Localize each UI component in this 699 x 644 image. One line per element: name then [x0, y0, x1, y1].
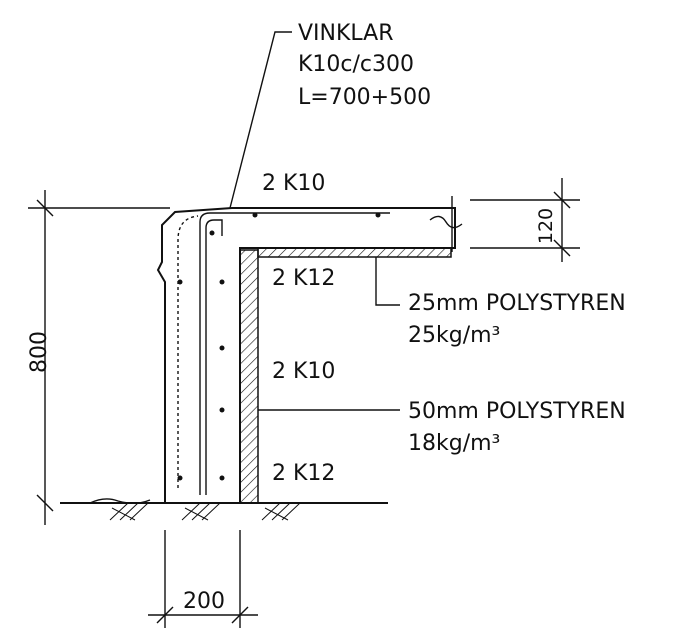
ins25-label-1: 25mm POLYSTYREN	[408, 291, 626, 316]
top-bar-label: 2 K10	[262, 171, 325, 196]
dimension-800-label: 800	[27, 331, 52, 373]
stirrup-rebar	[199, 212, 390, 495]
dimension-120	[470, 178, 580, 262]
rebar-dot	[209, 230, 215, 236]
rebar-dot	[252, 212, 258, 218]
dimension-120-label: 120	[535, 208, 557, 244]
ground-wavy	[89, 498, 151, 504]
stirrup-rebar-outer	[177, 215, 199, 488]
ins25-label-2: 25kg/m³	[408, 323, 500, 348]
bar-k12-lower-label: 2 K12	[272, 461, 335, 486]
rebar-dot	[177, 279, 183, 285]
stirrup-rebar-inner	[205, 219, 223, 495]
ground-hatching	[109, 502, 301, 521]
vinklar-label-3: L=700+500	[298, 85, 431, 110]
insulation-50mm-vertical	[239, 249, 259, 504]
dimension-800	[28, 190, 170, 525]
bar-k12-upper-label: 2 K12	[272, 266, 335, 291]
ins50-label-1: 50mm POLYSTYREN	[408, 399, 626, 424]
vinklar-label-2: K10c/c300	[298, 52, 414, 77]
rebar-dot	[219, 345, 225, 351]
insulation-25mm-horizontal	[257, 247, 452, 258]
rebar-dot	[177, 475, 183, 481]
bar-k10-mid-label: 2 K10	[272, 359, 335, 384]
rebar-dot	[219, 407, 225, 413]
dimension-200-label: 200	[183, 589, 225, 614]
vinklar-label-1: VINKLAR	[298, 21, 394, 46]
rebar-dot	[219, 279, 225, 285]
rebar-dot	[375, 212, 381, 218]
dimension-200	[148, 530, 258, 628]
ins50-label-2: 18kg/m³	[408, 431, 500, 456]
break-line	[429, 215, 463, 229]
ins25-leader	[375, 257, 400, 306]
rebar-dot	[219, 475, 225, 481]
vinklar-leader	[229, 31, 292, 209]
